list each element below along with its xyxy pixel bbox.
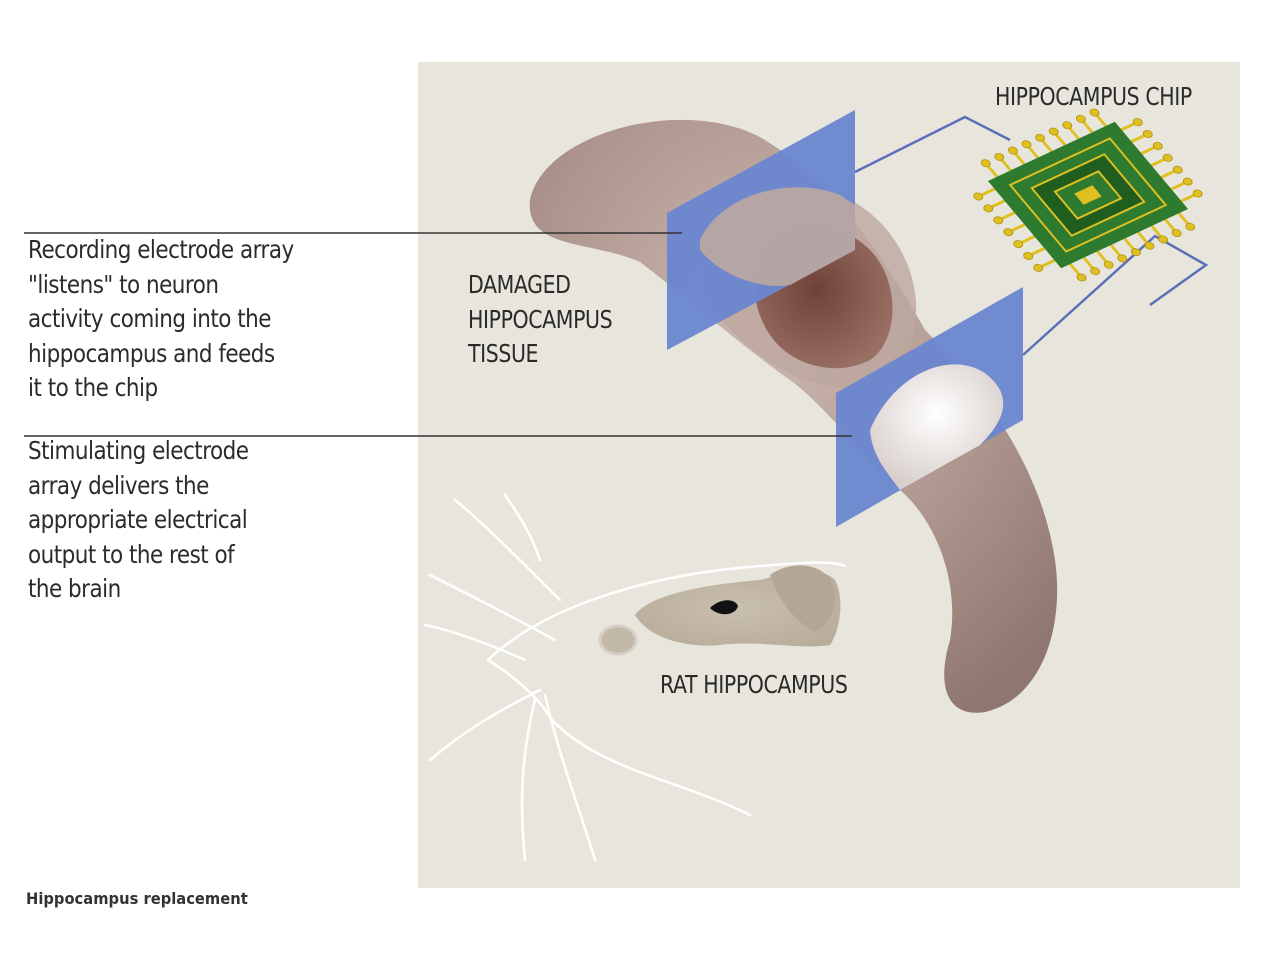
chip-pin-pad bbox=[1023, 252, 1034, 260]
chip-pin-pad bbox=[1013, 240, 1024, 249]
label-line: TISSUE bbox=[468, 339, 539, 368]
callout-line: Stimulating electrode bbox=[28, 436, 249, 465]
chip-pin-pad bbox=[1075, 114, 1086, 123]
figure-caption: Hippocampus replacement bbox=[26, 889, 248, 908]
stimulating-electrode-callout: Stimulating electrode array delivers the… bbox=[28, 434, 249, 607]
chip-pin-pad bbox=[994, 152, 1005, 161]
callout-line: output to the rest of bbox=[28, 539, 235, 569]
chip-pin-pad bbox=[1103, 260, 1114, 269]
chip-pin-pad bbox=[1089, 108, 1100, 117]
chip-pin-pad bbox=[1144, 241, 1155, 250]
hippocampus-chip bbox=[973, 108, 1203, 282]
chip-pin-pad bbox=[983, 204, 994, 213]
chip-pin-pad bbox=[1152, 141, 1163, 150]
chip-pin-pad bbox=[1035, 133, 1046, 142]
chip-pin-pad bbox=[1033, 263, 1044, 272]
callout-line: the brain bbox=[28, 574, 121, 603]
stimulating-electrode-array bbox=[836, 287, 1023, 527]
chip-pin-pad bbox=[1172, 165, 1183, 174]
chip-pin-pad bbox=[1003, 228, 1014, 237]
callout-line: it to the chip bbox=[28, 373, 158, 402]
chip-pin-pad bbox=[1007, 146, 1018, 155]
recording-electrode-callout: Recording electrode array "listens" to n… bbox=[28, 233, 294, 406]
chip-pin-pad bbox=[1182, 177, 1193, 186]
callout-line: hippocampus and feeds bbox=[28, 338, 275, 368]
label-line: HIPPOCAMPUS bbox=[468, 304, 613, 334]
chip-pin-pad bbox=[1090, 267, 1101, 276]
chip-pin-pad bbox=[1142, 130, 1153, 138]
callout-line: Recording electrode array bbox=[28, 235, 294, 264]
callout-line: array delivers the bbox=[28, 470, 209, 500]
callout-line: appropriate electrical bbox=[28, 505, 248, 534]
chip-pin-pad bbox=[1171, 229, 1182, 238]
chip-pin-pad bbox=[1076, 273, 1087, 282]
hippocampus-chip-label: HIPPOCAMPUS CHIP bbox=[995, 82, 1192, 111]
chip-pin-pad bbox=[980, 159, 991, 168]
chip-pin-pad bbox=[1048, 127, 1059, 136]
rat-hippocampus-marker bbox=[710, 600, 738, 615]
damaged-hippocampus-label: DAMAGED HIPPOCAMPUS TISSUE bbox=[468, 268, 613, 372]
chip-pin-pad bbox=[973, 192, 984, 201]
callout-line: activity coming into the bbox=[28, 304, 272, 333]
chip-pin-pad bbox=[1185, 222, 1196, 231]
chip-pin-pad bbox=[1162, 153, 1173, 162]
rat-outline bbox=[423, 493, 847, 862]
chip-pin-pad bbox=[1117, 254, 1128, 263]
chip-pin-pad bbox=[1132, 118, 1143, 127]
rat-brain bbox=[598, 565, 841, 656]
recording-electrode-array bbox=[667, 110, 855, 350]
chip-pin-pad bbox=[1130, 248, 1141, 257]
chip-pin-pad bbox=[993, 216, 1004, 225]
chip-pin-pad bbox=[1158, 235, 1169, 244]
rat-hippocampus-label: RAT HIPPOCAMPUS bbox=[660, 670, 848, 699]
callout-line: "listens" to neuron bbox=[28, 269, 219, 299]
chip-pin-pad bbox=[1062, 121, 1073, 130]
label-line: DAMAGED bbox=[468, 270, 571, 299]
chip-pin-pad bbox=[1192, 189, 1203, 198]
callout-leaders bbox=[24, 232, 852, 437]
chip-wiring bbox=[854, 115, 1209, 356]
chip-pin-pad bbox=[1021, 140, 1032, 149]
